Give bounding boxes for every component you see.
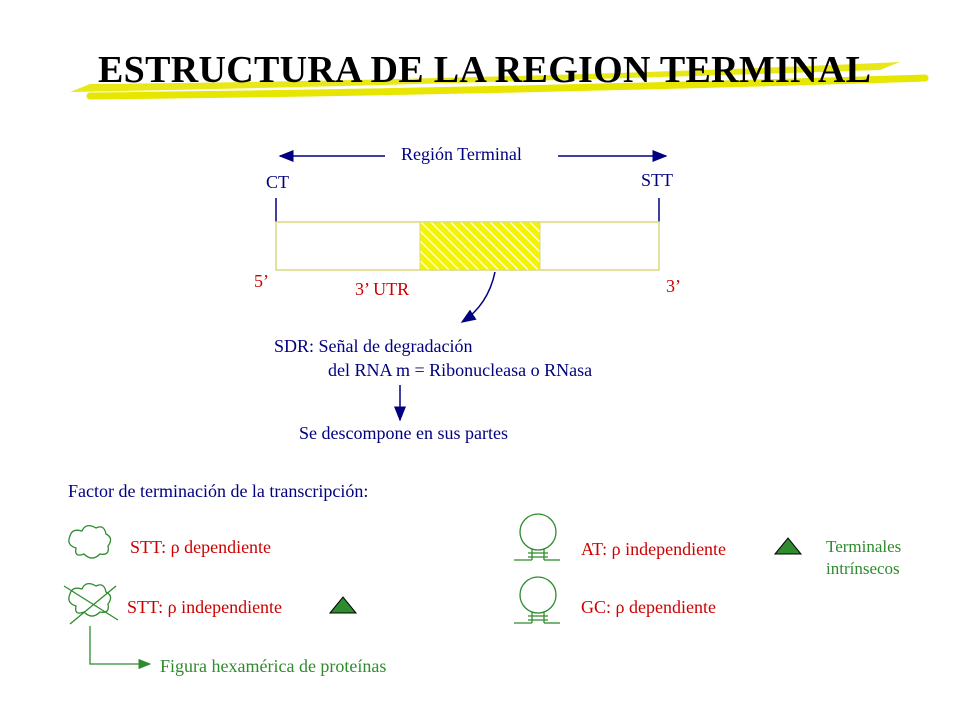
- cloud-icon: [68, 524, 112, 559]
- crossed-cloud-icon: [63, 582, 119, 625]
- utr-hatched-segment: [419, 221, 541, 271]
- decompose-label: Se descompone en sus partes: [299, 423, 508, 443]
- hairpin-loop-icon-at: [514, 513, 560, 561]
- stt-label: STT: [641, 170, 674, 190]
- gc-dependent-label: GC: ρ dependiente: [581, 597, 716, 617]
- five-prime-label: 5’: [254, 271, 269, 291]
- sdr-label-line1: SDR: Señal de degradación: [274, 336, 473, 356]
- triangle-icon-stt: [328, 596, 358, 614]
- sdr-curved-arrow: [460, 271, 496, 323]
- stt-independent-label: STT: ρ independiente: [127, 597, 283, 617]
- region-terminal-label: Región Terminal: [401, 144, 522, 164]
- page-title: ESTRUCTURA DE LA REGION TERMINAL: [98, 49, 872, 91]
- utr-label: 3’ UTR: [355, 279, 410, 299]
- sdr-label-line2: del RNA m = Ribonucleasa o RNasa: [328, 360, 593, 380]
- title-highlight-stroke: [70, 62, 900, 92]
- triangle-icon-at: [773, 537, 803, 555]
- factor-heading: Factor de terminación de la transcripció…: [68, 481, 369, 501]
- terminales-label: Terminales intrínsecos: [826, 537, 902, 578]
- hexamer-arrow: [89, 626, 152, 670]
- three-prime-label: 3’: [666, 276, 681, 296]
- title-underline-stroke: [86, 74, 929, 100]
- hexamer-label: Figura hexamérica de proteínas: [160, 656, 387, 676]
- at-independent-label: AT: ρ independiente: [581, 539, 727, 559]
- stt-dependent-label: STT: ρ dependiente: [130, 537, 272, 557]
- hairpin-loop-icon-gc: [514, 576, 560, 624]
- ct-label: CT: [266, 172, 290, 192]
